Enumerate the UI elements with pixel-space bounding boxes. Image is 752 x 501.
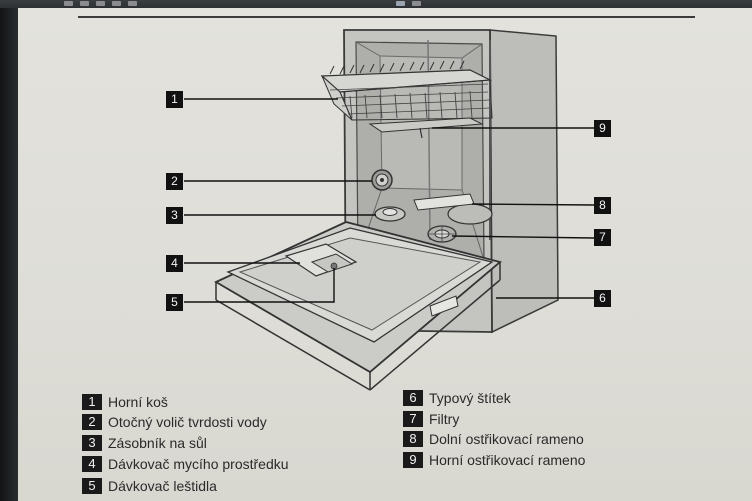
monitor-top-bezel xyxy=(0,0,752,10)
filters xyxy=(427,225,457,243)
taskbar-icon xyxy=(96,1,105,6)
legend-number: 5 xyxy=(82,478,102,494)
legend-item-2: 2 Otočný volič tvrdosti vody xyxy=(82,413,267,431)
callout-7: 7 xyxy=(594,229,611,246)
callout-3: 3 xyxy=(166,207,183,224)
legend-item-8: 8 Dolní ostřikovací rameno xyxy=(403,430,584,448)
legend-label: Dávkovač mycího prostředku xyxy=(108,456,289,472)
legend-item-6: 6 Typový štítek xyxy=(403,389,511,407)
legend-number: 1 xyxy=(82,394,102,410)
legend-label: Otočný volič tvrdosti vody xyxy=(108,414,267,430)
taskbar-icon xyxy=(396,1,405,6)
callout-2: 2 xyxy=(166,173,183,190)
lower-spray-arm xyxy=(413,193,493,225)
interior-edge xyxy=(355,41,381,57)
legend-item-4: 4 Dávkovač mycího prostředku xyxy=(82,455,289,473)
legend-label: Typový štítek xyxy=(429,390,511,406)
callout-8: 8 xyxy=(594,197,611,214)
detergent-dispenser xyxy=(284,243,358,277)
legend-label: Dávkovač leštidla xyxy=(108,478,217,494)
taskbar-icon xyxy=(112,1,121,6)
salt-container xyxy=(374,206,406,222)
callout-4: 4 xyxy=(166,255,183,272)
legend-number: 3 xyxy=(82,435,102,451)
monitor-left-bezel xyxy=(0,8,18,501)
legend-item-5: 5 Dávkovač leštidla xyxy=(82,477,217,495)
taskbar-icon xyxy=(128,1,137,6)
legend-item-7: 7 Filtry xyxy=(403,410,459,428)
upper-spray-arm xyxy=(368,117,484,139)
callout-5: 5 xyxy=(166,294,183,311)
callout-9: 9 xyxy=(594,120,611,137)
water-hardness-dial xyxy=(371,169,393,191)
legend-item-9: 9 Horní ostřikovací rameno xyxy=(403,451,585,469)
legend-number: 9 xyxy=(403,452,423,468)
legend-label: Horní koš xyxy=(108,394,168,410)
callout-6: 6 xyxy=(594,290,611,307)
taskbar-icon xyxy=(64,1,73,6)
legend-number: 4 xyxy=(82,456,102,472)
legend-number: 7 xyxy=(403,411,423,427)
interior-edge xyxy=(461,43,483,59)
upper-basket xyxy=(320,60,493,121)
legend-label: Dolní ostřikovací rameno xyxy=(429,431,584,447)
callout-1: 1 xyxy=(166,91,183,108)
side-panel xyxy=(489,29,559,334)
legend-item-3: 3 Zásobník na sůl xyxy=(82,434,207,452)
legend-label: Zásobník na sůl xyxy=(108,435,207,451)
legend-number: 8 xyxy=(403,431,423,447)
taskbar-icon xyxy=(412,1,421,6)
legend-label: Filtry xyxy=(429,411,460,427)
taskbar-icon xyxy=(80,1,89,6)
legend-item-1: 1 Horní koš xyxy=(82,393,168,411)
legend-number: 6 xyxy=(403,390,423,406)
legend-number: 2 xyxy=(82,414,102,430)
legend-label: Horní ostřikovací rameno xyxy=(429,452,586,468)
leader-lines xyxy=(184,98,595,303)
rating-plate xyxy=(429,295,459,317)
header-rule xyxy=(78,16,695,18)
